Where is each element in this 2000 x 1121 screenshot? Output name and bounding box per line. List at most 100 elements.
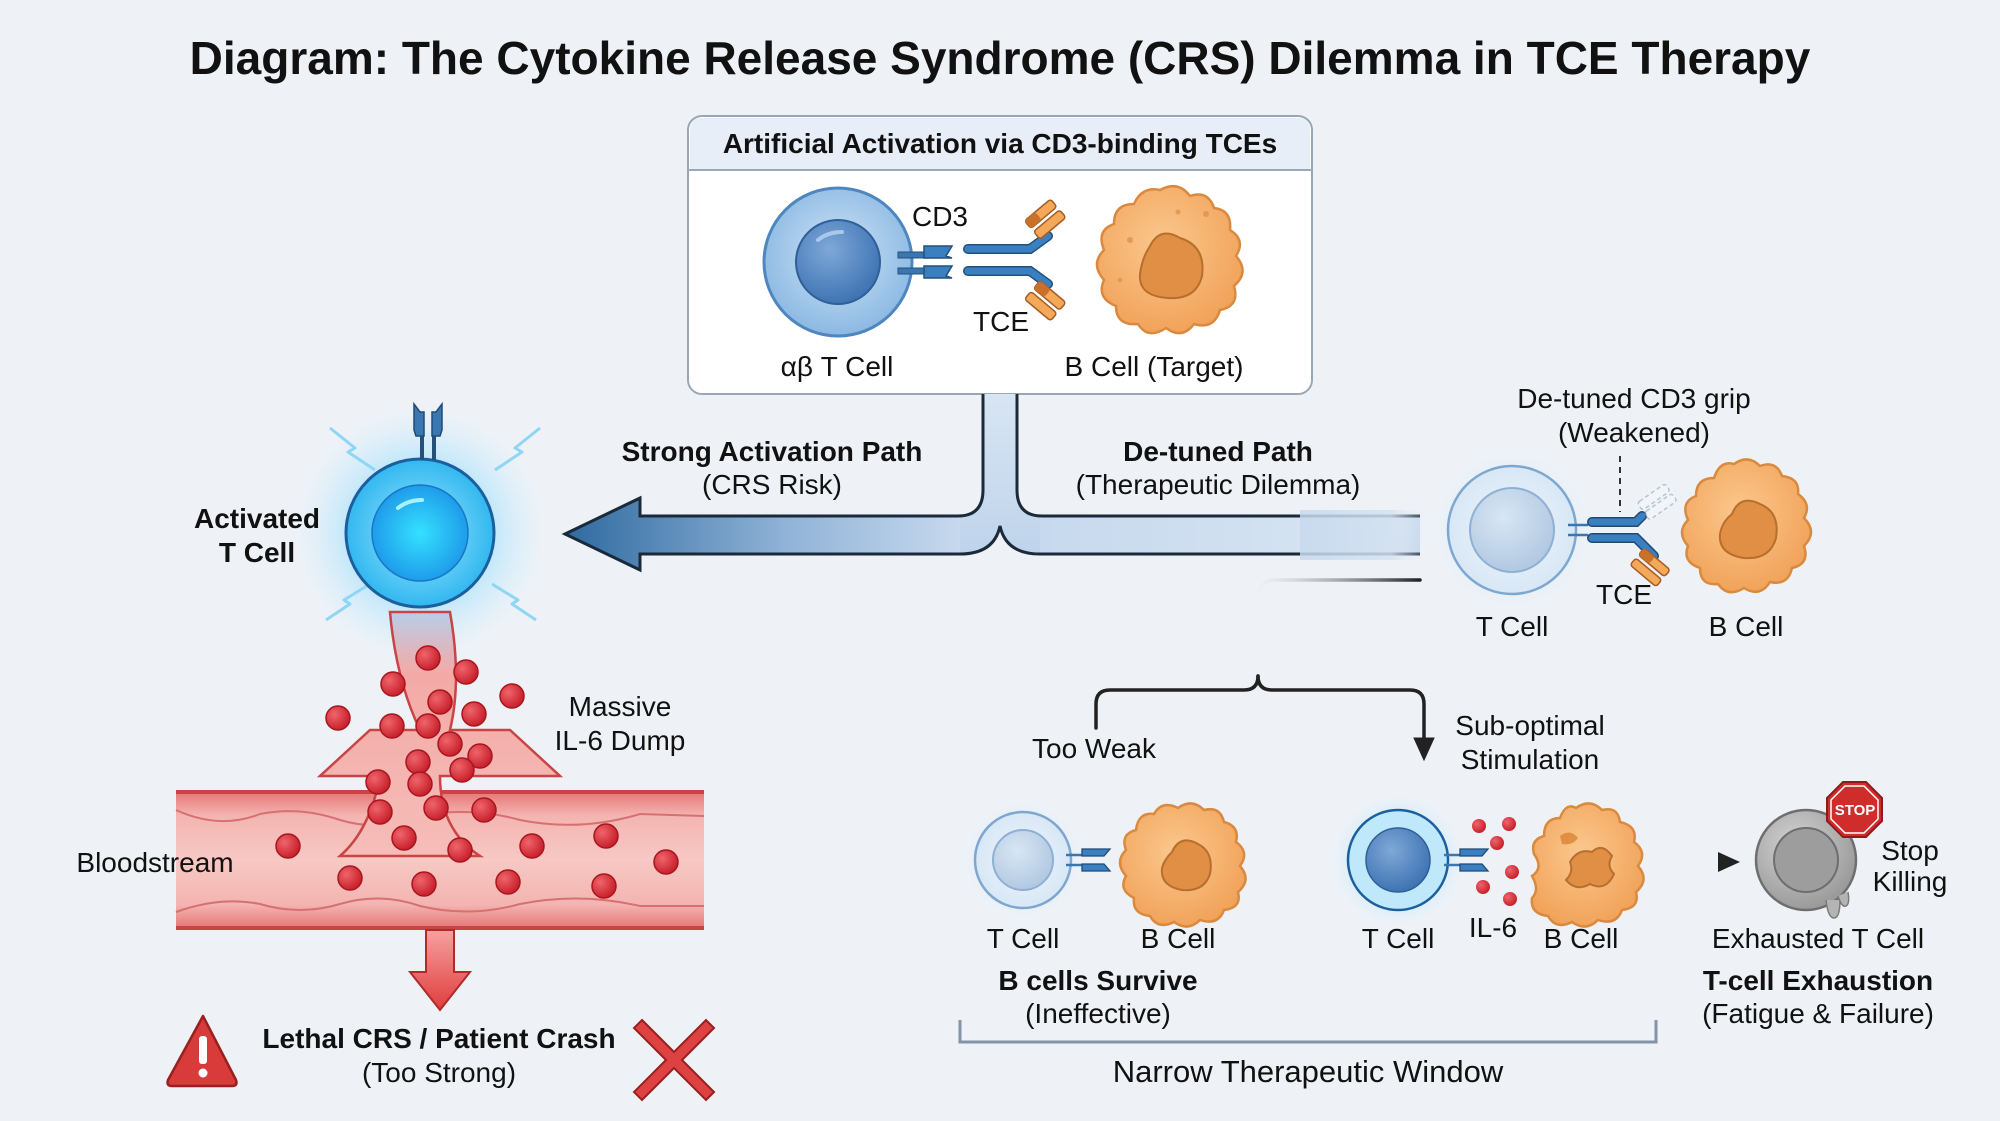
suboptimal-label-line1: Sub-optimal xyxy=(1455,710,1604,741)
il6-particle xyxy=(471,797,497,823)
branching-path-arrows xyxy=(561,394,1430,573)
t-cell-exhaustion-title: T-cell Exhaustion xyxy=(1703,965,1933,996)
il6-particle xyxy=(449,757,475,783)
stop-sign-icon: STOP xyxy=(1826,781,1883,838)
il6-dump-label-line2: IL-6 Dump xyxy=(555,725,686,756)
suboptimal-t-cell-icon xyxy=(1332,794,1490,926)
path-outline xyxy=(561,394,1420,573)
stop-killing-label-line2: Killing xyxy=(1873,866,1948,897)
weak-outcome-t-cell-label: T Cell xyxy=(987,923,1060,954)
therapeutic-window-bracket xyxy=(958,1020,1658,1044)
top-box-header-bg xyxy=(690,118,1310,170)
il6-particle xyxy=(405,749,431,775)
suboptimal-b-cell-icon xyxy=(1530,802,1645,928)
path-outline-upper xyxy=(1015,394,1420,518)
il6-particle xyxy=(411,871,437,897)
fork-arrowhead-icon xyxy=(1413,737,1435,762)
stop-killing-label-line1: Stop xyxy=(1881,835,1939,866)
lightning-bolt-icons xyxy=(325,426,541,622)
il6-particle xyxy=(593,823,619,849)
b-cell-target-label: B Cell (Target) xyxy=(1065,351,1244,382)
bloodstream-label: Bloodstream xyxy=(76,847,233,878)
detuned-path-title: De-tuned Path xyxy=(1123,436,1313,467)
red-x-icon xyxy=(632,1018,716,1102)
suboptimal-b-cell-label: B Cell xyxy=(1544,923,1619,954)
strong-path-subtitle: (CRS Risk) xyxy=(702,469,842,500)
il6-particle xyxy=(447,837,473,863)
il6-particle xyxy=(337,865,363,891)
suboptimal-t-cell-label: T Cell xyxy=(1362,923,1435,954)
il6-particle xyxy=(437,731,463,757)
activated-t-cell-icon xyxy=(295,401,545,658)
il6-particle xyxy=(365,769,391,795)
stop-sign-text: STOP xyxy=(1835,802,1876,819)
exhausted-t-cell-label: Exhausted T Cell xyxy=(1712,923,1924,954)
weak-outcome-t-cell-icon xyxy=(963,800,1112,920)
il6-particle xyxy=(367,799,393,825)
il6-particle xyxy=(415,645,441,671)
lethal-crs-title: Lethal CRS / Patient Crash xyxy=(262,1023,615,1054)
alpha-beta-t-cell-label: αβ T Cell xyxy=(781,351,894,382)
detuned-path-subtitle: (Therapeutic Dilemma) xyxy=(1076,469,1361,500)
narrow-therapeutic-window-label: Narrow Therapeutic Window xyxy=(1113,1054,1504,1089)
strong-path-title: Strong Activation Path xyxy=(622,436,923,467)
top-box-title: Artificial Activation via CD3-binding TC… xyxy=(723,128,1277,159)
too-weak-label: Too Weak xyxy=(1032,733,1157,764)
il6-particle xyxy=(415,713,441,739)
cd3-receptor-icon xyxy=(413,401,443,460)
il6-particle xyxy=(391,825,417,851)
detuned-tce-label: TCE xyxy=(1596,579,1652,610)
exhaustion-arrowhead-icon xyxy=(1718,852,1740,872)
page-title: Diagram: The Cytokine Release Syndrome (… xyxy=(190,32,1811,84)
suboptimal-label-line2: Stimulation xyxy=(1461,744,1600,775)
detuned-grip-label-line1: De-tuned CD3 grip xyxy=(1517,383,1750,414)
il6-particle xyxy=(467,743,493,769)
il6-particle xyxy=(325,705,351,731)
detuned-t-cell-icon xyxy=(1432,450,1592,610)
il6-particle xyxy=(591,873,617,899)
il6-particle xyxy=(499,683,525,709)
weak-outcome-b-cell-label: B Cell xyxy=(1141,923,1216,954)
il6-particle xyxy=(453,659,479,685)
suboptimal-il6-label: IL-6 xyxy=(1469,912,1517,943)
cd3-label: CD3 xyxy=(912,201,968,232)
lethal-crs-subtitle: (Too Strong) xyxy=(362,1057,516,1088)
detuned-tce-icon xyxy=(1568,483,1677,587)
detuned-t-cell-label: T Cell xyxy=(1476,611,1549,642)
b-cells-survive-title: B cells Survive xyxy=(998,965,1197,996)
detuned-b-cell-label: B Cell xyxy=(1709,611,1784,642)
activated-label-line1: Activated xyxy=(194,503,320,534)
suboptimal-il6-particles xyxy=(1472,817,1519,906)
il6-particle xyxy=(427,689,453,715)
il6-particle xyxy=(519,833,545,859)
il6-particle xyxy=(653,849,679,875)
tce-label: TCE xyxy=(973,306,1029,337)
activated-label-line2: T Cell xyxy=(219,537,295,568)
il6-particle xyxy=(275,833,301,859)
il6-particle xyxy=(461,701,487,727)
crash-down-arrow xyxy=(407,929,473,1012)
detuned-b-cell-icon xyxy=(1680,458,1813,594)
il6-particle xyxy=(495,869,521,895)
exhausted-t-cell-icon xyxy=(1754,808,1858,919)
warning-triangle-icon xyxy=(166,1014,238,1088)
il6-particle xyxy=(407,771,433,797)
t-cell-exhaustion-subtitle: (Fatigue & Failure) xyxy=(1702,998,1934,1029)
il6-dump-label-line1: Massive xyxy=(569,691,672,722)
top-activation-box: Artificial Activation via CD3-binding TC… xyxy=(687,115,1313,395)
il6-particle xyxy=(380,671,406,697)
target-b-cell-icon xyxy=(1095,184,1244,335)
cd3-tce-binding-icon xyxy=(897,199,1066,321)
alpha-beta-t-cell-icon xyxy=(762,186,914,338)
b-cells-survive-subtitle: (Ineffective) xyxy=(1025,998,1171,1029)
il6-particle xyxy=(379,713,405,739)
il6-plume-arrow xyxy=(316,610,564,858)
weak-outcome-b-cell-icon xyxy=(1118,802,1247,928)
il6-cytokine-particles xyxy=(275,645,679,899)
il6-particle xyxy=(423,795,449,821)
detuned-grip-label-line2: (Weakened) xyxy=(1558,417,1710,448)
fork-connector xyxy=(1094,578,1435,762)
strong-path-arrow xyxy=(565,498,960,570)
